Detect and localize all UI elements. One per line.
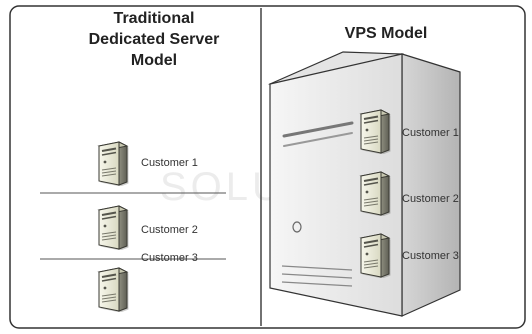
customer-label: Customer 2 <box>141 224 198 236</box>
server-tower-icon <box>360 109 391 154</box>
virtual-server-1: Customer 1 <box>360 109 459 154</box>
dedicated-server-1: Customer 1 <box>98 141 198 186</box>
customer-label: Customer 3 <box>402 250 459 262</box>
server-tower-icon <box>98 267 129 312</box>
dedicated-server-3: Customer 3 <box>98 252 198 312</box>
virtual-server-3: Customer 3 <box>360 233 459 278</box>
dedicated-server-2: Customer 2 <box>98 205 198 250</box>
vps-panel: VPS Model Customer 1 Customer 2 <box>268 25 461 317</box>
virtual-server-2: Customer 2 <box>360 171 459 216</box>
server-tower-icon <box>98 141 129 186</box>
left-panel-title-line-3: Model <box>131 52 177 69</box>
server-tower-icon <box>360 233 391 278</box>
customer-label: Customer 1 <box>141 157 198 169</box>
customer-label: Customer 3 <box>141 252 198 264</box>
customer-label: Customer 2 <box>402 193 459 205</box>
right-panel-title: VPS Model <box>345 25 428 42</box>
server-tower-icon <box>360 171 391 216</box>
server-tower-icon <box>98 205 129 250</box>
customer-label: Customer 1 <box>402 127 459 139</box>
left-panel-title-line-2: Dedicated Server <box>89 31 220 48</box>
traditional-dedicated-panel: Traditional Dedicated Server Model Custo… <box>40 10 226 312</box>
left-panel-title-line-1: Traditional <box>114 10 195 27</box>
